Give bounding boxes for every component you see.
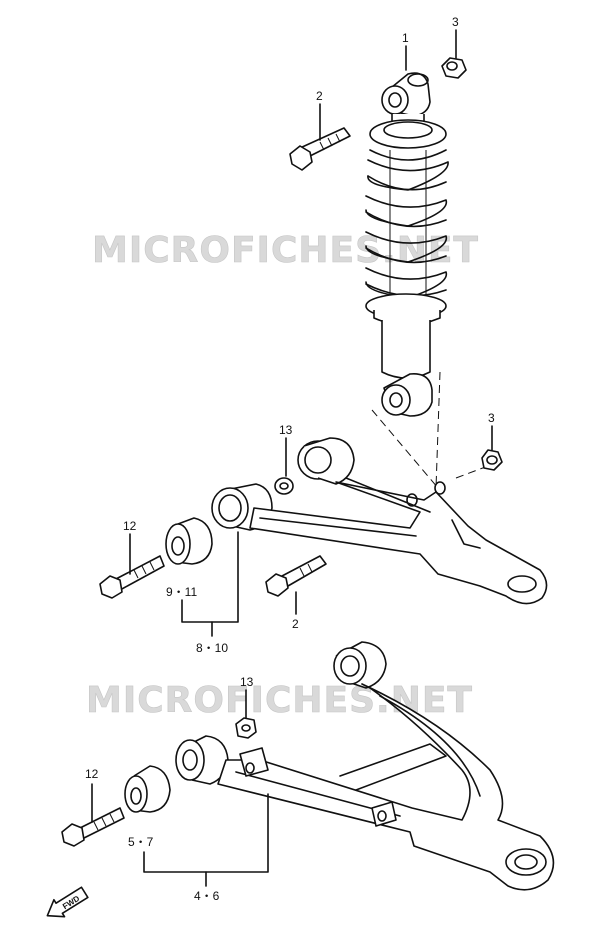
bolt-upper-arm[interactable]: [99, 555, 165, 599]
callout-bolt-upper-arm: 12: [123, 519, 137, 533]
washer-lower-arm[interactable]: [235, 717, 257, 739]
callout-bush-upper-group: 8・10: [196, 641, 228, 655]
callout-bush-lower-small: 5・7: [128, 835, 154, 849]
callout-shock-absorber: 1: [402, 31, 409, 45]
washer-upper-arm[interactable]: [274, 477, 294, 495]
nut-upper[interactable]: [441, 57, 467, 79]
bolt-lower-arm[interactable]: [61, 807, 125, 847]
watermark-lower: MICROFICHES.NET: [86, 680, 473, 721]
fwd-arrow-icon: FWD: [46, 886, 89, 918]
callout-bolt-lower-arm: 12: [85, 767, 99, 781]
callout-bolt-lower-right: 2: [292, 617, 299, 631]
shock-absorber[interactable]: [365, 72, 449, 417]
lower-suspension-arm[interactable]: [175, 641, 555, 891]
callout-bolt-upper: 2: [316, 89, 323, 103]
callout-bush-upper-small: 9・11: [166, 585, 197, 599]
bolt-upper[interactable]: [289, 127, 351, 171]
callout-nut-upper: 3: [452, 15, 459, 29]
watermark-upper: MICROFICHES.NET: [92, 230, 479, 271]
nut-right[interactable]: [481, 449, 503, 471]
bolt-lower-right[interactable]: [265, 555, 327, 597]
bush-lower-small[interactable]: [124, 765, 171, 813]
callout-nut-right: 3: [488, 411, 495, 425]
bush-upper-small[interactable]: [165, 517, 213, 565]
upper-suspension-arm[interactable]: [211, 437, 548, 605]
callout-bush-lower-group: 4・6: [194, 889, 220, 903]
callout-washer-upper-arm: 13: [279, 423, 293, 437]
callout-washer-lower-arm: 13: [240, 675, 254, 689]
